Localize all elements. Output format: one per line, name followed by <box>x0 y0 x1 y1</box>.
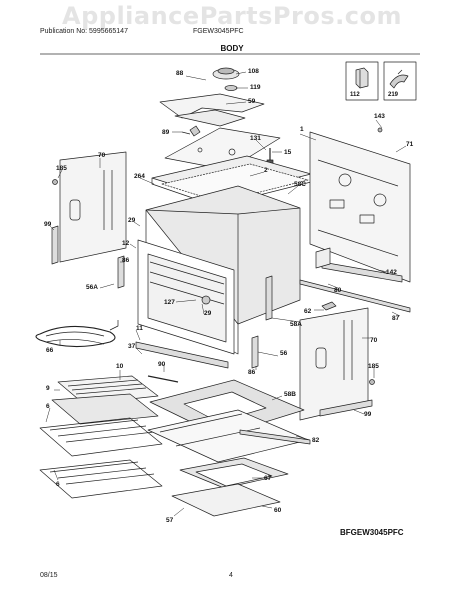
callout-15: 15 <box>284 149 292 156</box>
callout-143: 143 <box>374 113 385 120</box>
callout-82: 82 <box>312 437 320 444</box>
callout-89: 89 <box>162 129 170 136</box>
callout-58A: 58A <box>290 321 302 328</box>
leader-lines <box>45 71 407 517</box>
oven-cavity <box>145 185 301 355</box>
callout-2: 2 <box>264 167 268 174</box>
left-side-bracket <box>59 151 127 263</box>
page-number: 4 <box>229 572 233 579</box>
callout-127: 127 <box>164 299 175 306</box>
callout-60: 60 <box>274 507 282 514</box>
callout-119: 119 <box>250 84 261 91</box>
callout-9: 9 <box>46 385 50 392</box>
callout-67: 67 <box>264 475 272 482</box>
callout-12: 12 <box>122 240 130 247</box>
oven-rack-lower <box>39 459 163 499</box>
callout-1: 1 <box>300 126 304 133</box>
bottom-strip-82 <box>239 429 311 445</box>
callout-185: 185 <box>56 165 67 172</box>
watermark: AppliancePartsPros.com <box>62 2 402 30</box>
fastener-parts <box>52 127 383 385</box>
callout-6-lower: 6 <box>56 481 60 488</box>
callout-59: 59 <box>248 98 256 105</box>
inset-box-219 <box>383 61 417 101</box>
callout-86-front: 86 <box>248 369 256 376</box>
callout-29: 29 <box>128 217 136 224</box>
vertical-strip-58A <box>117 255 273 369</box>
callout-99-right: 99 <box>364 411 372 418</box>
callout-70-right: 70 <box>370 337 378 344</box>
callout-56: 56 <box>280 350 288 357</box>
front-bottom-trim <box>135 341 229 383</box>
callout-88: 88 <box>176 70 184 77</box>
callout-62: 62 <box>304 308 312 315</box>
callout-10: 10 <box>116 363 124 370</box>
convection-fan-assembly <box>212 67 240 91</box>
callout-86: 86 <box>122 257 130 264</box>
callout-66: 66 <box>46 347 54 354</box>
drawer-glass <box>179 457 289 489</box>
inset-box-112 <box>345 61 379 101</box>
callout-185-right: 185 <box>368 363 379 370</box>
callout-56A: 56A <box>86 284 98 291</box>
callout-37: 37 <box>128 343 136 350</box>
callout-80: 80 <box>334 287 342 294</box>
publication-number: Publication No: 5995665147 <box>40 28 128 35</box>
diagram-model-code: BFGEW3045PFC <box>340 528 404 537</box>
rear-panel <box>309 131 411 283</box>
callout-142: 142 <box>386 269 397 276</box>
bottom-insulation <box>149 379 305 437</box>
side-rail-87 <box>299 279 411 313</box>
bake-element <box>35 320 119 348</box>
callout-57: 57 <box>166 517 174 524</box>
callout-87: 87 <box>392 315 400 322</box>
drawer-bottom <box>171 483 281 517</box>
section-title: BODY <box>220 44 244 53</box>
wire-clip <box>181 125 201 137</box>
left-trim-strip <box>51 225 59 265</box>
rear-bracket-rail <box>315 247 403 283</box>
inset-label-112: 112 <box>350 92 360 98</box>
inset-label-219: 219 <box>388 92 399 98</box>
callout-70: 70 <box>98 152 106 159</box>
callout-58B: 58B <box>284 391 296 398</box>
callout-labels: 88 108 119 59 89 131 15 1 143 71 185 70 … <box>44 68 414 524</box>
callout-58C: 58C <box>294 181 306 188</box>
callout-264: 264 <box>134 173 145 180</box>
oven-rack-upper <box>39 417 163 457</box>
top-vent-duct <box>159 93 265 127</box>
oven-liner-front-frame <box>137 239 235 355</box>
model-number: FGEW3045PFC <box>193 28 244 35</box>
broil-pan <box>51 393 159 425</box>
callout-6: 6 <box>46 403 50 410</box>
callout-29-front: 29 <box>204 310 212 317</box>
callout-11: 11 <box>136 325 143 332</box>
callout-131: 131 <box>250 135 261 142</box>
callout-99: 99 <box>44 221 52 228</box>
callout-90: 90 <box>158 361 166 368</box>
footer-date: 08/15 <box>40 572 58 579</box>
rear-trim-99 <box>319 399 373 417</box>
callout-108: 108 <box>248 68 259 75</box>
callout-71: 71 <box>406 141 414 148</box>
